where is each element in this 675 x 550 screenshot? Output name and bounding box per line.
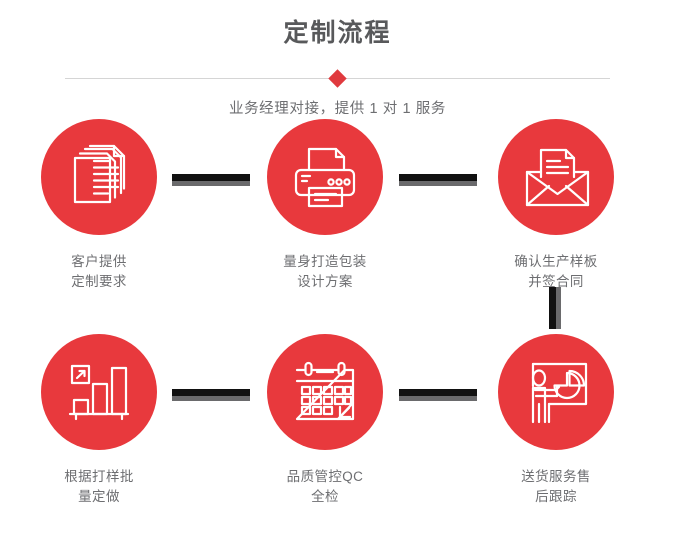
step-5-circle	[267, 334, 383, 450]
step-6-circle	[498, 334, 614, 450]
connector-step2-step3	[399, 174, 477, 186]
step-item-3[interactable]: 确认生产样板 并签合同	[476, 119, 636, 292]
bar-chart-icon	[68, 362, 130, 422]
step-item-4[interactable]: 根据打样批 量定做	[19, 334, 179, 507]
connector-step5-step6	[399, 389, 477, 401]
step-item-1[interactable]: 客户提供 定制要求	[19, 119, 179, 292]
step-4-caption: 根据打样批 量定做	[64, 469, 134, 504]
step-2-circle	[267, 119, 383, 235]
step-item-6[interactable]: 送货服务售 后跟踪	[476, 334, 636, 507]
connector-step3-step6	[549, 287, 561, 329]
step-1-circle	[41, 119, 157, 235]
connector-step1-step2	[172, 174, 250, 186]
step-item-5[interactable]: 品质管控QC 全检	[245, 334, 405, 507]
step-5-caption: 品质管控QC 全检	[286, 469, 364, 504]
step-4-circle	[41, 334, 157, 450]
calendar-icon	[293, 361, 357, 423]
header-section: 定制流程 业务经理对接，提供 1 对 1 服务	[0, 0, 675, 119]
page-title: 定制流程	[283, 19, 392, 47]
process-steps: 客户提供 定制要求 量身打造包装 设计方案	[0, 119, 675, 519]
envelope-open-icon	[522, 146, 590, 208]
step-1-caption: 客户提供 定制要求	[71, 254, 127, 289]
step-3-circle	[498, 119, 614, 235]
page-subtitle: 业务经理对接，提供 1 对 1 服务	[228, 101, 447, 117]
documents-stack-icon	[66, 144, 132, 210]
step-2-caption: 量身打造包装 设计方案	[283, 254, 367, 289]
printer-icon	[292, 146, 358, 208]
step-3-caption: 确认生产样板 并签合同	[514, 254, 598, 289]
step-item-2[interactable]: 量身打造包装 设计方案	[245, 119, 405, 292]
title-divider	[65, 68, 610, 88]
step-6-caption: 送货服务售 后跟踪	[521, 469, 591, 504]
presentation-icon	[523, 360, 589, 424]
diamond-icon	[328, 68, 347, 88]
connector-step4-step5	[172, 389, 250, 401]
